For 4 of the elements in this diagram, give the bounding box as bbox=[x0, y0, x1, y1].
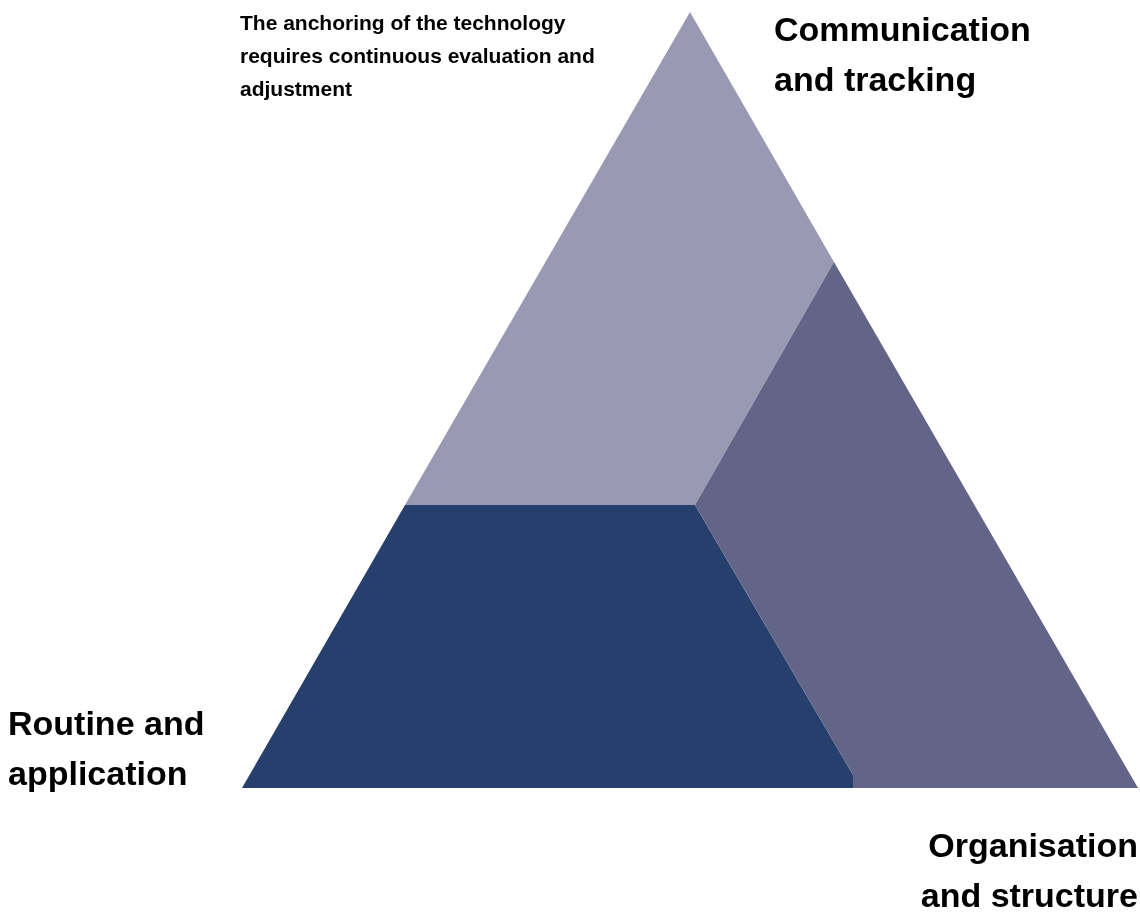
note-text: The anchoring of the technology requires continuous evaluation and adjustment bbox=[240, 10, 596, 102]
segment-label: Communication and tracking bbox=[774, 9, 1032, 100]
segment-label: Routine and application bbox=[8, 703, 206, 794]
segment-label: Organisation and structure bbox=[919, 825, 1138, 914]
